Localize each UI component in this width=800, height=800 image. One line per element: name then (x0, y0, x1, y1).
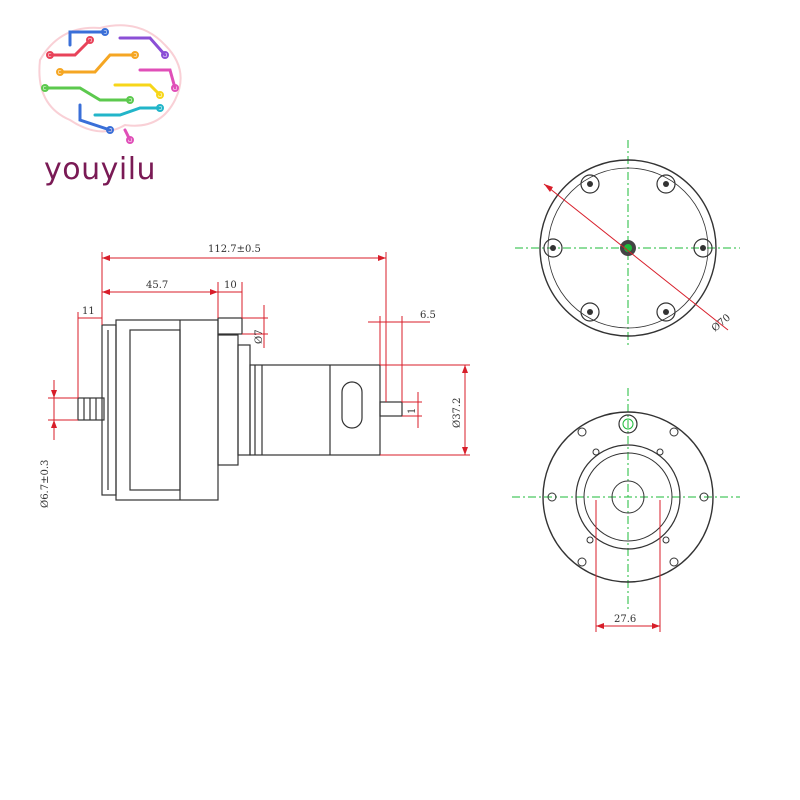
motor-flange (217, 334, 239, 466)
inlet-nozzle (77, 397, 105, 421)
housing-diameter-label: Ø70 (710, 312, 733, 334)
pump-head-length-label: 45.7 (146, 280, 168, 291)
side-view-arrowheads (51, 255, 468, 455)
motor-slot (341, 381, 363, 429)
motor-can (249, 364, 381, 456)
pump-rear-view (512, 388, 740, 632)
side-view-dimensions (48, 252, 470, 456)
pump-side-view (77, 317, 403, 501)
nozzle-extension-label: 11 (82, 306, 95, 317)
motor-shaft (379, 401, 403, 417)
mount-width-dimension (595, 500, 661, 632)
spacer-label: 10 (224, 280, 237, 291)
top-boss (217, 317, 243, 335)
brain-circuit-logo-icon (38, 24, 182, 144)
housing-diameter-line (543, 183, 729, 331)
rear-flange-outline (542, 411, 714, 583)
overall-length-label: 112.7±0.5 (208, 244, 261, 255)
shaft-length-label: 6.5 (420, 310, 436, 321)
front-screw-holes (543, 174, 713, 322)
mount-width-label: 27.6 (614, 614, 636, 625)
rear-boss (618, 414, 638, 434)
boss-diameter-label: Ø7 (254, 329, 265, 344)
front-screw-centers (550, 181, 706, 315)
motor-diameter-label: Ø37.2 (452, 398, 463, 428)
pump-head-body (115, 319, 219, 501)
rear-mount-holes (547, 427, 709, 567)
rear-motor-outline (575, 444, 681, 550)
pump-front-view (515, 140, 740, 345)
brand-name: youyilu (44, 152, 157, 187)
shaft-flat-label: 1 (407, 408, 418, 414)
nozzle-diameter-label: Ø6.7±0.3 (40, 460, 51, 508)
rear-view-centerlines (512, 388, 740, 610)
front-housing-outline (539, 159, 717, 337)
